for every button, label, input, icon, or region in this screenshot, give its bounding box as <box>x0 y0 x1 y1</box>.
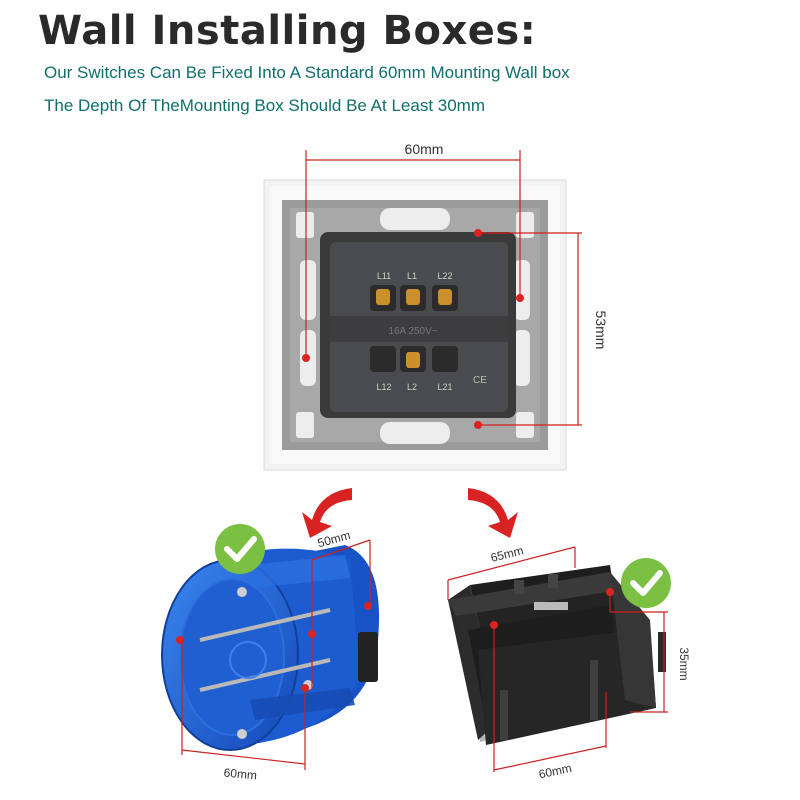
subtitle-line-1: Our Switches Can Be Fixed Into A Standar… <box>44 63 570 82</box>
terminal-label-l1: L1 <box>407 271 417 281</box>
terminal-label-l21: L21 <box>437 382 452 392</box>
switch-height-label: 53mm <box>593 311 609 350</box>
arrow-right-icon <box>468 488 518 538</box>
round-box-diameter-label: 60mm <box>223 766 257 783</box>
round-mounting-box <box>161 545 380 751</box>
switch-width-label: 60mm <box>405 141 444 157</box>
ce-mark: CE <box>473 375 487 386</box>
arrow-left-icon <box>302 488 352 538</box>
check-icon <box>215 524 265 574</box>
terminal-label-l22: L22 <box>437 271 452 281</box>
terminal-screws-top <box>370 285 458 311</box>
round-box-dimensions <box>181 539 371 770</box>
switch-measure-points <box>302 229 524 429</box>
rating-label: 16A 250V~ <box>388 326 437 337</box>
check-icon-right <box>621 558 671 608</box>
subtitle-line-2: The Depth Of TheMounting Box Should Be A… <box>44 96 485 115</box>
switch-dimensions <box>305 150 582 426</box>
square-box-depth-label: 35mm <box>677 647 691 680</box>
terminal-screws-bottom <box>370 346 458 372</box>
switch-mechanism: L11 L1 L22 16A 250V~ L12 L2 L21 CE <box>263 179 567 471</box>
page-title: Wall Installing Boxes: <box>38 8 537 54</box>
square-box-bottom-label: 60mm <box>537 761 573 782</box>
terminal-label-l12: L12 <box>376 382 391 392</box>
terminal-label-l11: L11 <box>377 271 391 281</box>
square-mounting-box <box>448 565 666 745</box>
terminal-label-l2: L2 <box>407 382 417 392</box>
